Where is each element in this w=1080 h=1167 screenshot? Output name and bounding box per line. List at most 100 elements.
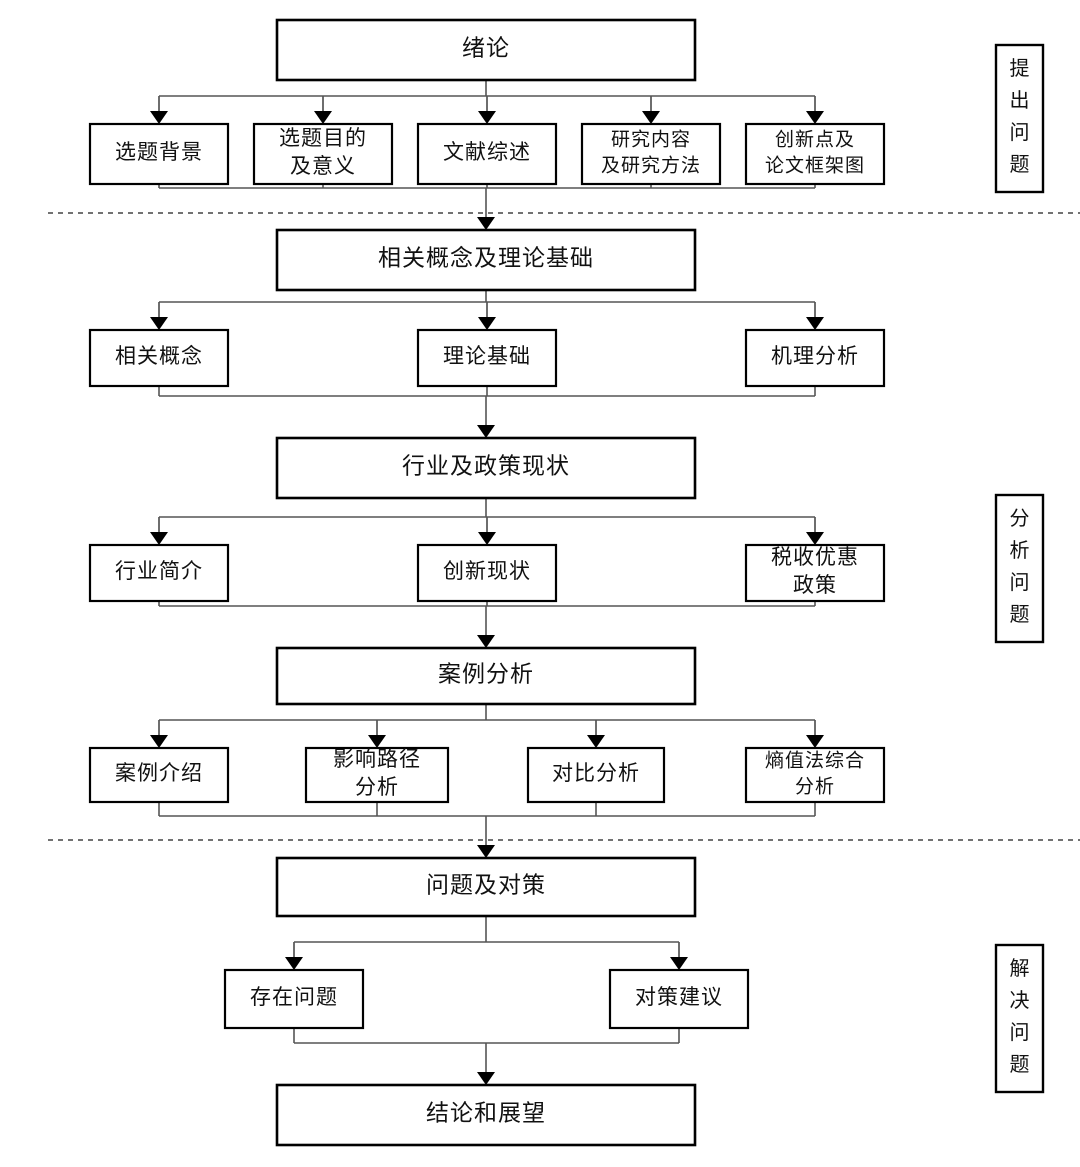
node-industry-child-1-box: [416, 543, 558, 603]
flow-industry-to-subindustry-arrow-0: [150, 532, 168, 545]
flow-intro-to-subtopics-arrow-4: [806, 111, 824, 124]
connector-layer: [150, 80, 824, 1085]
node-case-child-1-label: 分析: [355, 775, 399, 799]
flow-intro-to-subtopics-arrow-0: [150, 111, 168, 124]
phase-label-analyze-char-0: 分: [1010, 507, 1030, 530]
node-industry-child-1[interactable]: 创新现状: [416, 543, 558, 603]
node-concepts-child-2-box: [744, 328, 886, 388]
flow-subindustry-to-case-arrow: [477, 635, 495, 648]
flow-problems-to-subproblems-arrow-1: [670, 957, 688, 970]
phase-label-raise-char-1: 出: [1010, 89, 1030, 112]
node-intro-child-0-box: [88, 122, 230, 186]
node-industry-label: 行业及政策现状: [402, 453, 570, 478]
phase-label-raise-box: [994, 43, 1045, 194]
node-industry-child-0-label: 行业简介: [115, 559, 203, 583]
node-industry-child-0[interactable]: 行业简介: [88, 543, 230, 603]
node-case-child-0[interactable]: 案例介绍: [88, 746, 230, 804]
phase-label-raise-char-0: 提: [1010, 57, 1030, 80]
flow-intro-to-subtopics-arrow-3: [642, 111, 660, 124]
node-problems-child-1[interactable]: 对策建议: [608, 968, 750, 1030]
node-concepts-box: [275, 228, 697, 292]
node-industry[interactable]: 行业及政策现状: [275, 436, 697, 500]
flow-case-to-subcase-arrow-1: [368, 735, 386, 748]
flow-intro-to-subtopics-arrow-1: [314, 111, 332, 124]
node-intro-child-2-label: 文献综述: [443, 140, 531, 164]
node-case[interactable]: 案例分析: [275, 646, 697, 706]
phase-label-solve-box: [994, 943, 1045, 1094]
node-intro-child-3-box: [580, 122, 722, 186]
node-case-child-1-box: [304, 746, 450, 804]
node-concepts-child-0[interactable]: 相关概念: [88, 328, 230, 388]
node-intro-child-1-box: [252, 122, 394, 186]
node-concepts-child-1[interactable]: 理论基础: [416, 328, 558, 388]
node-problems-child-0[interactable]: 存在问题: [223, 968, 365, 1030]
node-concepts-child-0-label: 相关概念: [115, 344, 203, 368]
node-case-label: 案例分析: [438, 661, 534, 686]
node-case-child-2[interactable]: 对比分析: [526, 746, 666, 804]
node-intro-child-0-label: 选题背景: [115, 140, 203, 164]
node-case-child-0-label: 案例介绍: [115, 761, 203, 785]
node-case-box: [275, 646, 697, 706]
node-problems-child-0-box: [223, 968, 365, 1030]
flow-intro-to-subtopics-arrow-2: [478, 111, 496, 124]
node-concepts[interactable]: 相关概念及理论基础: [275, 228, 697, 292]
node-problems[interactable]: 问题及对策: [275, 856, 697, 918]
node-intro-child-1-label: 及意义: [290, 154, 356, 178]
node-problems-child-1-label: 对策建议: [635, 985, 723, 1009]
node-concepts-child-1-label: 理论基础: [443, 344, 531, 368]
phase-label-raise-char-3: 题: [1010, 154, 1030, 176]
phase-label-solve-char-3: 题: [1010, 1054, 1030, 1076]
node-intro-child-0[interactable]: 选题背景: [88, 122, 230, 186]
node-intro-child-3-label: 及研究方法: [601, 154, 701, 176]
phase-label-solve-char-0: 解: [1010, 957, 1030, 980]
flow-subtopics-to-concepts-arrow: [477, 217, 495, 230]
node-intro-child-1-label: 选题目的: [279, 126, 367, 150]
node-conclusion[interactable]: 结论和展望: [275, 1083, 697, 1147]
node-concepts-label: 相关概念及理论基础: [378, 245, 594, 270]
flow-industry-to-subindustry-arrow-2: [806, 532, 824, 545]
node-concepts-child-2[interactable]: 机理分析: [744, 328, 886, 388]
phase-label-solve-char-1: 决: [1010, 989, 1030, 1012]
phase-label-analyze-char-3: 题: [1010, 604, 1030, 626]
divider-layer: [48, 212, 1080, 841]
node-problems-label: 问题及对策: [426, 872, 546, 897]
flow-problems-to-subproblems-arrow-0: [285, 957, 303, 970]
node-conclusion-box: [275, 1083, 697, 1147]
node-intro-box: [275, 18, 697, 82]
flow-concepts-to-subconcepts-arrow-2: [806, 317, 824, 330]
node-conclusion-label: 结论和展望: [426, 1100, 546, 1125]
node-intro-child-2[interactable]: 文献综述: [416, 122, 558, 186]
node-industry-child-2-label: 税收优惠: [771, 545, 859, 569]
node-case-child-3-label: 分析: [795, 775, 835, 797]
node-industry-child-0-box: [88, 543, 230, 603]
node-industry-child-2-box: [744, 543, 886, 603]
node-intro-child-3-label: 研究内容: [611, 128, 691, 150]
node-layer: 绪论选题背景选题目的及意义文献综述研究内容及研究方法创新点及论文框架图相关概念及…: [88, 18, 886, 1147]
phase-label-analyze-char-2: 问: [1010, 571, 1030, 594]
node-intro-child-4-label: 论文框架图: [765, 154, 865, 176]
node-concepts-child-2-label: 机理分析: [771, 344, 859, 368]
node-problems-child-0-label: 存在问题: [250, 985, 338, 1009]
node-intro-label: 绪论: [462, 35, 510, 60]
flow-concepts-to-subconcepts-arrow-0: [150, 317, 168, 330]
node-problems-child-1-box: [608, 968, 750, 1030]
flow-subcase-to-problems-arrow: [477, 845, 495, 858]
node-intro-child-2-box: [416, 122, 558, 186]
node-intro-child-4-label: 创新点及: [775, 128, 855, 150]
node-problems-box: [275, 856, 697, 918]
node-case-child-2-box: [526, 746, 666, 804]
node-concepts-child-1-box: [416, 328, 558, 388]
node-case-child-1-label: 影响路径: [333, 747, 421, 771]
node-industry-box: [275, 436, 697, 500]
node-intro[interactable]: 绪论: [275, 18, 697, 82]
phase-label-analyze-char-1: 析: [1010, 539, 1030, 562]
